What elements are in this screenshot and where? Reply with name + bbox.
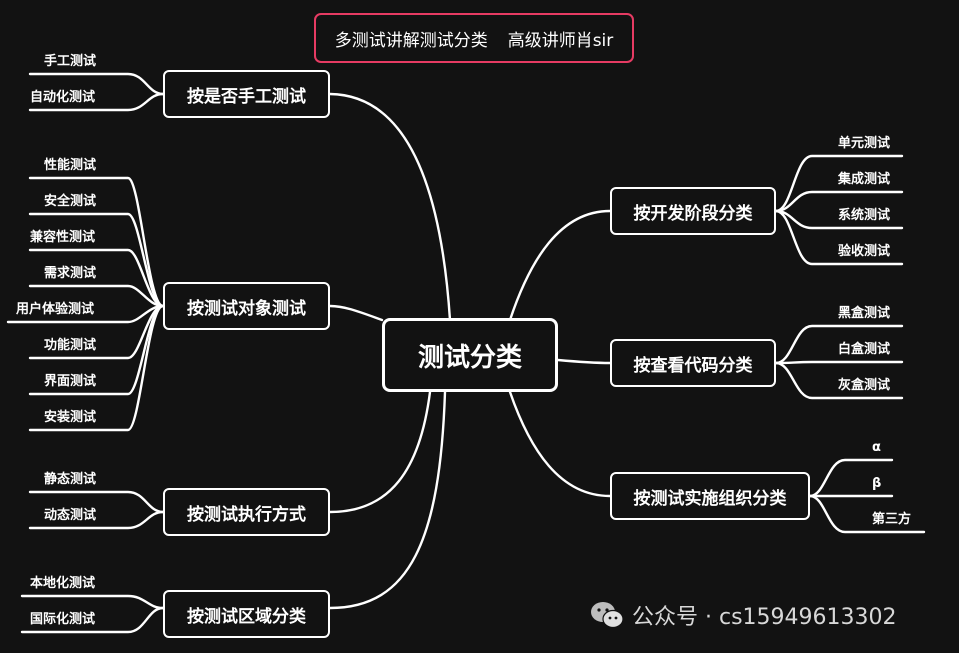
branch-node-dev-stage: 按开发阶段分类: [610, 187, 776, 235]
leaf-label: 动态测试: [44, 508, 97, 523]
leaf-label: 灰盒测试: [838, 378, 891, 393]
leaf-line-2-3: [28, 248, 165, 308]
leaf-label: 界面测试: [44, 374, 97, 389]
branch-node-region: 按测试区域分类: [163, 590, 330, 638]
branch-node-execution: 按测试执行方式: [163, 488, 330, 536]
header-title: 多测试讲解测试分类: [334, 30, 488, 51]
leaf-label: 第三方: [872, 512, 912, 527]
leaf-line-6-2: [774, 360, 904, 365]
leaf-label: 兼容性测试: [30, 230, 96, 245]
leaf-label: 集成测试: [838, 172, 891, 187]
leaf-label: 黑盒测试: [838, 306, 891, 321]
connector-center-branch-3: [328, 390, 432, 514]
connector-center-branch-2: [328, 304, 384, 322]
leaf-label: 本地化测试: [30, 576, 96, 591]
center-node: 测试分类: [382, 318, 558, 392]
leaf-line-2-8: [28, 304, 165, 432]
leaf-label: β: [872, 476, 882, 491]
watermark: 公众号 · cs15949613302: [590, 597, 897, 633]
leaf-label: 用户体验测试: [16, 302, 95, 317]
leaf-line-5-4: [774, 209, 904, 266]
leaf-label: 静态测试: [44, 472, 97, 487]
leaf-label: 安全测试: [44, 194, 97, 209]
leaf-label: 单元测试: [838, 136, 891, 151]
leaf-line-7-1: [808, 458, 894, 498]
leaf-line-5-1: [774, 154, 904, 213]
leaf-line-6-1: [774, 324, 904, 365]
leaf-label: 需求测试: [44, 266, 97, 281]
leaf-label: 国际化测试: [30, 612, 96, 627]
leaf-line-4-1: [20, 594, 165, 610]
branch-node-organization: 按测试实施组织分类: [610, 472, 810, 520]
header-title-box: 多测试讲解测试分类 高级讲师肖sir: [314, 13, 634, 63]
leaf-line-1-2: [28, 92, 165, 112]
leaf-label: 功能测试: [44, 338, 97, 353]
leaf-line-3-2: [28, 510, 165, 530]
connector-center-branch-1: [328, 92, 452, 322]
connector-center-branch-4: [328, 390, 447, 610]
connector-center-branch-5: [508, 209, 612, 322]
header-author: 高级讲师肖sir: [507, 30, 614, 51]
branch-node-manual: 按是否手工测试: [163, 70, 330, 118]
leaf-line-4-2: [20, 606, 165, 634]
leaf-line-6-3: [774, 361, 904, 400]
leaf-label: 自动化测试: [30, 90, 96, 105]
connector-center-branch-7: [508, 390, 612, 498]
leaf-line-2-2: [28, 212, 165, 308]
branch-node-object: 按测试对象测试: [163, 282, 330, 330]
wechat-icon: [591, 602, 624, 629]
leaf-label: 性能测试: [44, 158, 97, 173]
branch-node-code-view: 按查看代码分类: [610, 339, 776, 387]
leaf-label: α: [872, 440, 881, 455]
leaf-label: 手工测试: [44, 54, 97, 69]
connector-center-branch-6: [556, 358, 612, 365]
leaf-label: 安装测试: [44, 410, 97, 425]
leaf-label: 系统测试: [838, 208, 891, 223]
leaf-label: 验收测试: [838, 244, 891, 259]
leaf-label: 白盒测试: [838, 342, 891, 357]
watermark-text: 公众号 · cs15949613302: [632, 605, 897, 630]
leaf-line-7-3: [808, 494, 926, 534]
